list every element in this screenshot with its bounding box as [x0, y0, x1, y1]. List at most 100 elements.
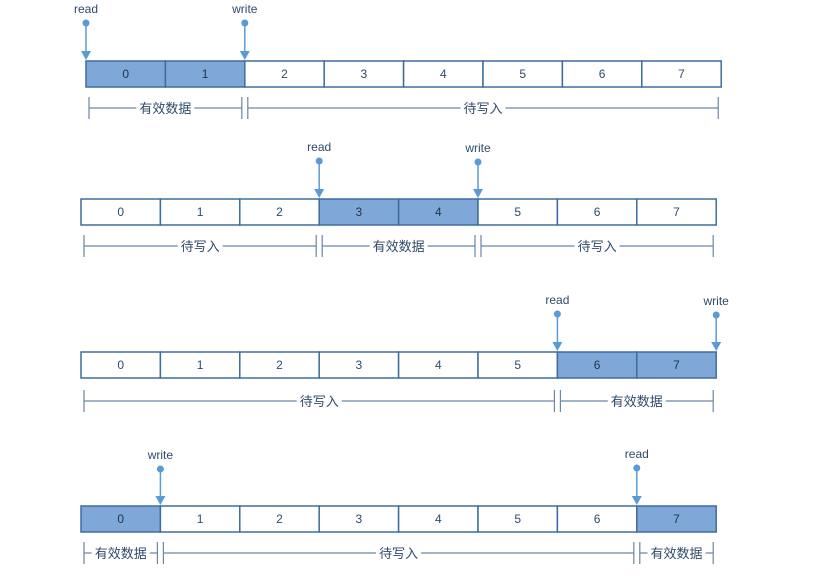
buffer-cell-label: 7 [678, 67, 685, 81]
buffer-cell-label: 3 [356, 512, 363, 526]
buffer-cell-label: 7 [673, 205, 680, 219]
span-label: 待写入 [181, 239, 220, 254]
pointer-arrowhead [552, 342, 563, 351]
span-bracket: 有效数据 [88, 97, 243, 119]
buffer-cell-label: 6 [594, 358, 601, 372]
buffer-cell-label: 7 [673, 512, 680, 526]
buffer-cell-2 [244, 60, 325, 88]
span-bracket: 有效数据 [559, 390, 714, 412]
buffer-cell-label: 5 [519, 67, 526, 81]
buffer-cell-label: 0 [117, 512, 124, 526]
buffer-cell-label: 1 [197, 205, 204, 219]
buffer-cell-5 [477, 351, 559, 379]
write-pointer: write [703, 294, 730, 351]
read-pointer: read [307, 140, 331, 198]
buffer-cell-label: 2 [281, 67, 288, 81]
buffer-cell-label: 6 [599, 67, 606, 81]
span-bracket: 待写入 [162, 542, 635, 564]
write-pointer: write [147, 448, 174, 505]
write-pointer: write [464, 141, 491, 198]
buffer-cell-0 [80, 351, 162, 379]
buffer-cell-0 [80, 505, 162, 533]
buffer-cell-label: 2 [276, 205, 283, 219]
buffer-row-1: 0 1 2 3 4 5 6 7 read write 待写入 有效数据 待写入 [80, 140, 717, 257]
write-pointer: write [231, 2, 258, 60]
span-bracket: 有效数据 [83, 542, 158, 564]
write-pointer-label: write [703, 294, 730, 308]
write-pointer-label: write [147, 448, 174, 462]
buffer-cell-label: 3 [356, 358, 363, 372]
span-bracket: 待写入 [247, 97, 719, 119]
pointer-arrowhead [81, 51, 91, 60]
span-label: 待写入 [379, 546, 418, 561]
span-label: 有效数据 [611, 394, 663, 409]
write-pointer-label: write [464, 141, 491, 155]
span-label: 待写入 [463, 101, 502, 116]
pointer-arrowhead [711, 342, 722, 351]
buffer-cell-label: 7 [673, 358, 680, 372]
buffer-cell-label: 1 [202, 67, 209, 81]
buffer-cell-3 [318, 351, 400, 379]
buffer-cell-label: 5 [514, 205, 521, 219]
buffer-cell-label: 4 [435, 358, 442, 372]
buffer-cell-label: 3 [361, 67, 368, 81]
buffer-cell-0 [85, 60, 167, 88]
buffer-cell-label: 4 [440, 67, 447, 81]
read-pointer-label: read [74, 2, 98, 16]
buffer-cell-1 [164, 60, 246, 88]
read-pointer: read [545, 293, 569, 351]
read-pointer-label: read [307, 140, 331, 154]
pointer-arrowhead [155, 496, 166, 505]
buffer-cell-1 [159, 198, 241, 226]
buffer-cell-1 [159, 351, 241, 379]
buffer-cell-label: 6 [594, 205, 601, 219]
pointer-arrowhead [239, 51, 250, 60]
read-pointer: read [74, 2, 98, 60]
read-pointer-label: read [545, 293, 569, 307]
buffer-cell-1 [159, 505, 241, 533]
buffer-cell-7 [636, 198, 717, 226]
buffer-cell-7 [636, 351, 717, 379]
buffer-cell-label: 0 [117, 358, 124, 372]
span-label: 待写入 [300, 394, 339, 409]
span-label: 待写入 [578, 239, 617, 254]
buffer-cell-7 [636, 505, 717, 533]
buffer-cell-3 [318, 198, 400, 226]
buffer-cell-6 [561, 60, 643, 88]
span-bracket: 待写入 [83, 235, 317, 257]
pointer-arrowhead [314, 189, 325, 198]
span-label: 有效数据 [95, 546, 147, 561]
buffer-cell-label: 0 [122, 67, 129, 81]
buffer-cell-label: 2 [276, 358, 283, 372]
buffer-cell-5 [482, 60, 564, 88]
span-label: 有效数据 [139, 101, 191, 116]
span-bracket: 待写入 [83, 390, 556, 412]
buffer-cell-4 [397, 505, 479, 533]
buffer-cell-4 [397, 351, 479, 379]
buffer-cell-6 [556, 198, 638, 226]
buffer-cell-label: 5 [514, 358, 521, 372]
read-pointer-label: read [625, 447, 649, 461]
buffer-cell-label: 4 [435, 512, 442, 526]
span-label: 有效数据 [650, 546, 702, 561]
buffer-cell-7 [641, 60, 722, 88]
buffer-cell-label: 2 [276, 512, 283, 526]
buffer-cell-label: 5 [514, 512, 521, 526]
span-bracket: 待写入 [480, 235, 714, 257]
span-bracket: 有效数据 [639, 542, 714, 564]
span-label: 有效数据 [373, 239, 425, 254]
buffer-cell-label: 4 [435, 205, 442, 219]
write-pointer-label: write [231, 2, 258, 16]
read-pointer: read [625, 447, 649, 505]
buffer-cell-2 [239, 505, 320, 533]
buffer-cell-label: 3 [356, 205, 363, 219]
buffer-cell-label: 0 [117, 205, 124, 219]
buffer-cell-0 [80, 198, 162, 226]
span-bracket: 有效数据 [321, 235, 476, 257]
buffer-cell-4 [402, 60, 484, 88]
buffer-row-0: 0 1 2 3 4 5 6 7 read write 有效数据 待写入 [74, 2, 722, 119]
buffer-cell-label: 1 [197, 512, 204, 526]
